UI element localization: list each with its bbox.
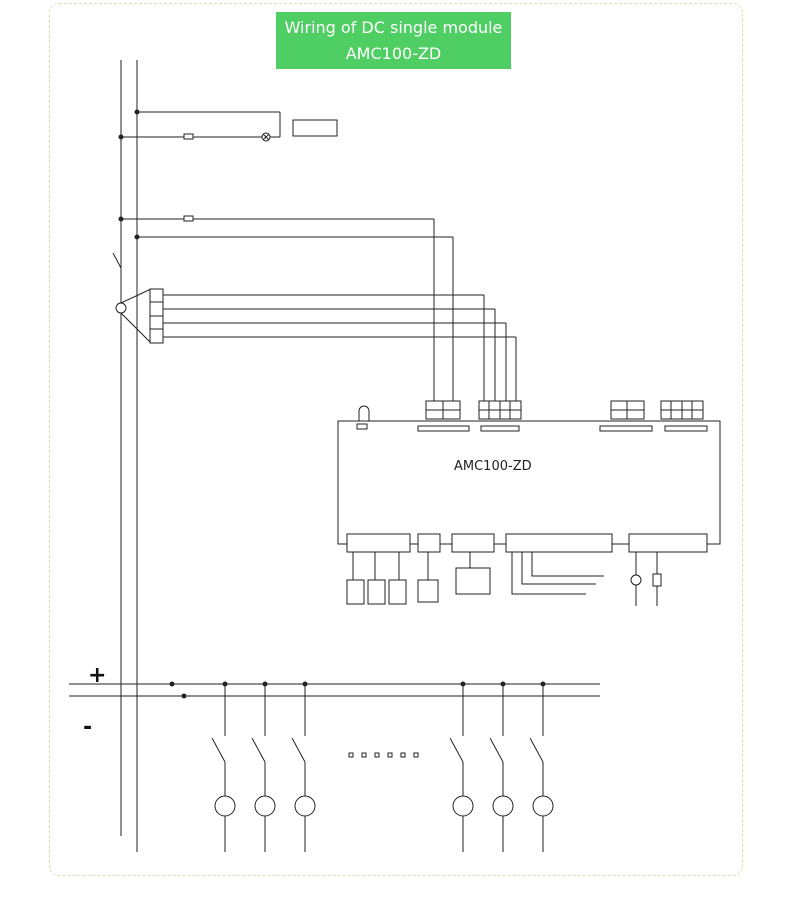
bus-minus-label: -	[83, 715, 92, 740]
amc100-zd-module	[337, 400, 721, 606]
branch-circuits	[211, 681, 554, 852]
indicator-lamp-circuit	[118, 109, 338, 142]
current-sensor	[112, 252, 517, 402]
diagram-frame	[49, 3, 743, 876]
branch-5	[489, 681, 514, 852]
bus-plus-label: +	[88, 663, 106, 688]
ellipsis-dots	[348, 752, 419, 758]
branch-2	[251, 681, 276, 852]
module-power-feed	[118, 215, 454, 402]
branch-3	[291, 681, 316, 852]
branch-1	[211, 681, 236, 852]
vertical-bus-lines	[120, 60, 138, 852]
dc-bus	[69, 681, 600, 699]
title-line-2: AMC100-ZD	[345, 44, 442, 63]
branch-4	[449, 681, 474, 852]
branch-6	[529, 681, 554, 852]
module-label: AMC100-ZD	[454, 459, 532, 474]
diagram-title: Wiring of DC single module AMC100-ZD	[276, 12, 511, 69]
title-line-1: Wiring of DC single module	[284, 18, 503, 37]
